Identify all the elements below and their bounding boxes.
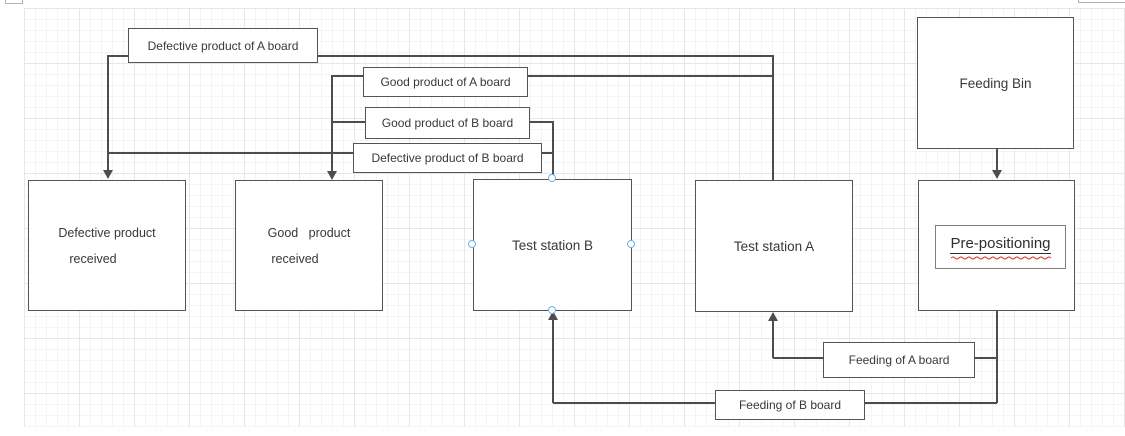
- connection-handle-top[interactable]: [548, 174, 556, 182]
- arrowhead-defective-received: [103, 170, 113, 179]
- node-test-station-b[interactable]: Test station B: [473, 179, 632, 311]
- node-defective-b-label[interactable]: Defective product of B board: [353, 143, 542, 173]
- feeding-a-label-text: Feeding of A board: [848, 353, 950, 367]
- good-b-label-text: Good product of B board: [381, 116, 514, 130]
- canvas-edge-artifact-topleft: [5, 0, 23, 4]
- arrowhead-prepositioning: [992, 170, 1002, 179]
- node-pre-positioning[interactable]: Pre-positioning: [918, 180, 1075, 311]
- connector-good-a-horizontal[interactable]: [332, 75, 774, 77]
- pre-positioning-text: Pre-positioning: [950, 234, 1051, 254]
- node-test-station-a[interactable]: Test station A: [695, 180, 853, 312]
- node-feeding-b-label[interactable]: Feeding of B board: [715, 390, 865, 420]
- good-a-label-text: Good product of A board: [380, 75, 511, 89]
- defective-b-label-text: Defective product of B board: [371, 151, 524, 165]
- connector-into-defective-received[interactable]: [107, 55, 109, 171]
- node-defective-a-label[interactable]: Defective product of A board: [128, 28, 318, 63]
- defective-received-line1: Defective product: [58, 225, 156, 240]
- node-feeding-a-label[interactable]: Feeding of A board: [823, 342, 975, 378]
- node-feeding-bin[interactable]: Feeding Bin: [917, 17, 1074, 149]
- good-received-line2: received: [271, 251, 319, 266]
- connection-handle-left[interactable]: [468, 240, 476, 248]
- feeding-bin-text: Feeding Bin: [959, 75, 1032, 91]
- connector-defective-a-horizontal[interactable]: [108, 55, 774, 57]
- defective-received-line2: received: [69, 251, 117, 266]
- connector-into-test-b-bottom[interactable]: [552, 320, 554, 403]
- connector-into-good-received[interactable]: [331, 75, 333, 172]
- arrowhead-test-b-bottom: [548, 311, 558, 320]
- arrowhead-good-received: [327, 171, 337, 180]
- spellcheck-squiggle: [950, 256, 1051, 259]
- node-good-a-label[interactable]: Good product of A board: [363, 67, 528, 97]
- canvas-edge-artifact-topright: [1078, 0, 1125, 3]
- connection-handle-right[interactable]: [627, 240, 635, 248]
- node-defective-received[interactable]: Defective product received: [28, 180, 186, 311]
- connector-stub-test-a-top[interactable]: [772, 55, 774, 181]
- connector-feedingbin-prepositioning[interactable]: [996, 149, 998, 172]
- pre-positioning-inner-box[interactable]: Pre-positioning: [935, 225, 1066, 269]
- connector-stub-test-b-top[interactable]: [552, 121, 554, 179]
- feeding-b-label-text: Feeding of B board: [738, 398, 842, 412]
- test-station-b-text: Test station B: [511, 237, 594, 253]
- connection-handle-bottom[interactable]: [548, 306, 556, 314]
- arrowhead-test-a-bottom: [768, 312, 778, 321]
- good-received-line1: Good product: [267, 225, 351, 240]
- defective-a-label-text: Defective product of A board: [147, 38, 299, 53]
- node-good-b-label[interactable]: Good product of B board: [365, 107, 530, 139]
- test-station-a-text: Test station A: [733, 238, 815, 254]
- node-good-received[interactable]: Good product received: [235, 180, 383, 311]
- connector-into-test-a-bottom[interactable]: [772, 321, 774, 358]
